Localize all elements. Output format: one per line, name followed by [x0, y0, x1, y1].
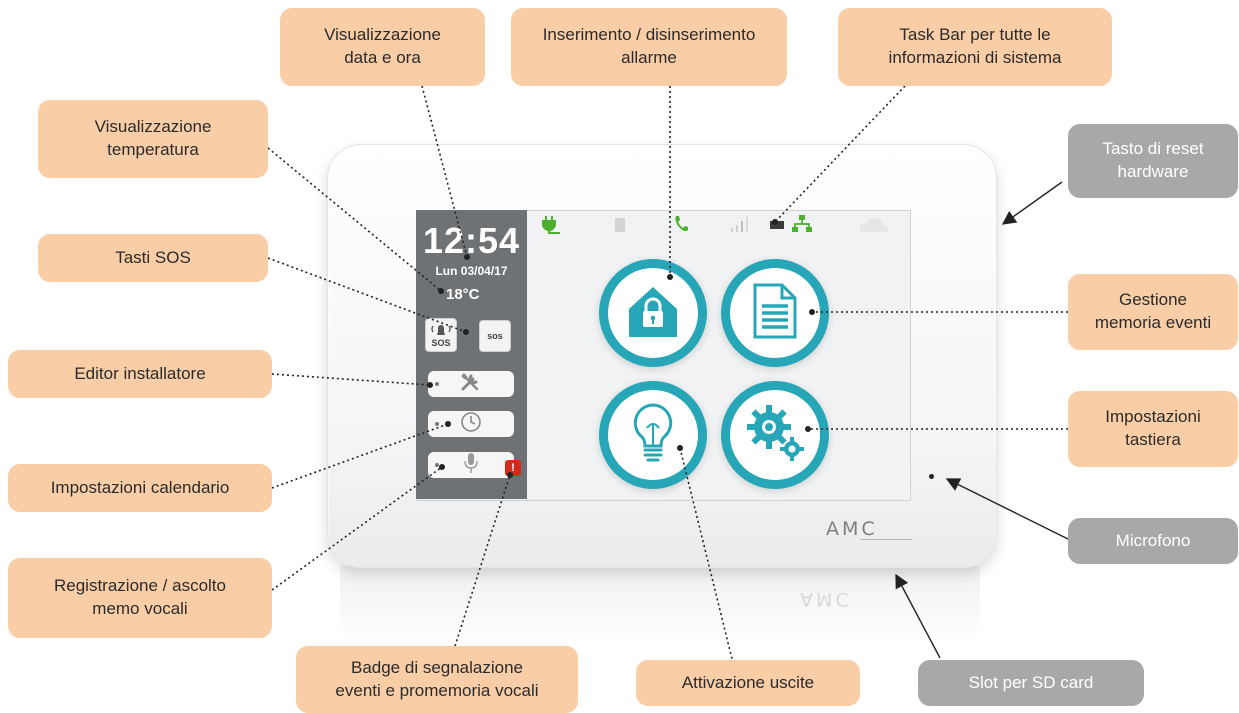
battery-icon — [611, 213, 629, 235]
gears-icon — [743, 401, 807, 469]
button-dot — [435, 382, 439, 386]
callout-impostazioni-calendario: Impostazioni calendario — [8, 464, 272, 512]
event-badge: ! — [505, 460, 521, 476]
callout-visualizzazione-temperatura: Visualizzazione temperatura — [38, 100, 268, 178]
clock-display: 12:54 — [422, 220, 521, 261]
clock-icon — [460, 411, 482, 437]
callout-tasto-reset: Tasto di reset hardware — [1068, 124, 1238, 198]
callout-task-bar: Task Bar per tutte le informazioni di si… — [838, 8, 1112, 86]
line-task-bar — [774, 85, 906, 223]
callout-inserimento-allarme: Inserimento / disinserimento allarme — [511, 8, 787, 86]
line-temperatura — [267, 147, 442, 292]
line-registrazione — [271, 466, 443, 591]
tools-icon — [460, 372, 482, 396]
signal-icon — [727, 213, 751, 235]
callout-editor-installatore: Editor installatore — [8, 350, 272, 398]
sos-button[interactable]: sos — [479, 320, 511, 352]
callout-attivazione-uscite: Attivazione uscite — [636, 660, 860, 706]
date-display: Lun 03/04/17 — [435, 264, 508, 278]
power-plug-icon — [539, 213, 563, 235]
logo-underline — [860, 539, 912, 540]
task-bar — [527, 211, 908, 237]
line-data-ora — [421, 85, 468, 258]
generic-status-icon — [767, 213, 787, 235]
callout-impostazioni-tastiera: Impostazioni tastiera — [1068, 391, 1238, 467]
microphone-icon — [463, 452, 479, 478]
arrow-microfono — [945, 478, 1071, 541]
sos-label: SOS — [431, 337, 451, 348]
callout-visualizzazione-data-ora: Visualizzazione data e ora — [280, 8, 485, 86]
sos-alarm-button[interactable]: SOS — [425, 318, 457, 352]
callout-tasti-sos: Tasti SOS — [38, 234, 268, 282]
device-reflection — [340, 566, 980, 646]
callout-microfono: Microfono — [1068, 518, 1238, 564]
callout-registrazione-memo: Registrazione / ascolto memo vocali — [8, 558, 272, 638]
arrow-slot-sd — [895, 573, 941, 659]
network-icon — [789, 213, 815, 235]
alarm-bell-icon — [430, 323, 452, 338]
line-uscite — [679, 447, 734, 664]
lightbulb-icon — [631, 402, 675, 468]
cloud-icon — [857, 213, 891, 235]
amc-logo: AMC — [826, 518, 878, 540]
arrow-reset — [1001, 181, 1063, 225]
callout-badge-segnalazione: Badge di segnalazione eventi e promemori… — [296, 646, 578, 713]
line-calendario — [271, 423, 449, 489]
sos-label-alt: sos — [487, 331, 503, 341]
microphone-hole — [929, 474, 934, 479]
keypad-settings-button[interactable] — [730, 390, 820, 480]
line-badge — [454, 474, 511, 647]
document-icon — [752, 282, 798, 344]
callout-gestione-memoria: Gestione memoria eventi — [1068, 274, 1238, 350]
phone-icon — [671, 213, 691, 235]
installer-editor-button[interactable] — [428, 371, 514, 397]
callout-slot-sd: Slot per SD card — [918, 660, 1144, 706]
calendar-settings-button[interactable] — [428, 411, 514, 437]
event-memory-button[interactable] — [730, 268, 820, 358]
screen-sidebar — [416, 210, 527, 499]
arm-disarm-button[interactable] — [608, 268, 698, 358]
button-dot — [435, 422, 439, 426]
outputs-activation-button[interactable] — [608, 390, 698, 480]
temperature-display: 18°C — [446, 286, 480, 303]
line-sos — [267, 257, 467, 333]
button-dot — [435, 463, 439, 467]
line-editor — [271, 373, 431, 386]
padlock-house-icon — [621, 279, 685, 347]
